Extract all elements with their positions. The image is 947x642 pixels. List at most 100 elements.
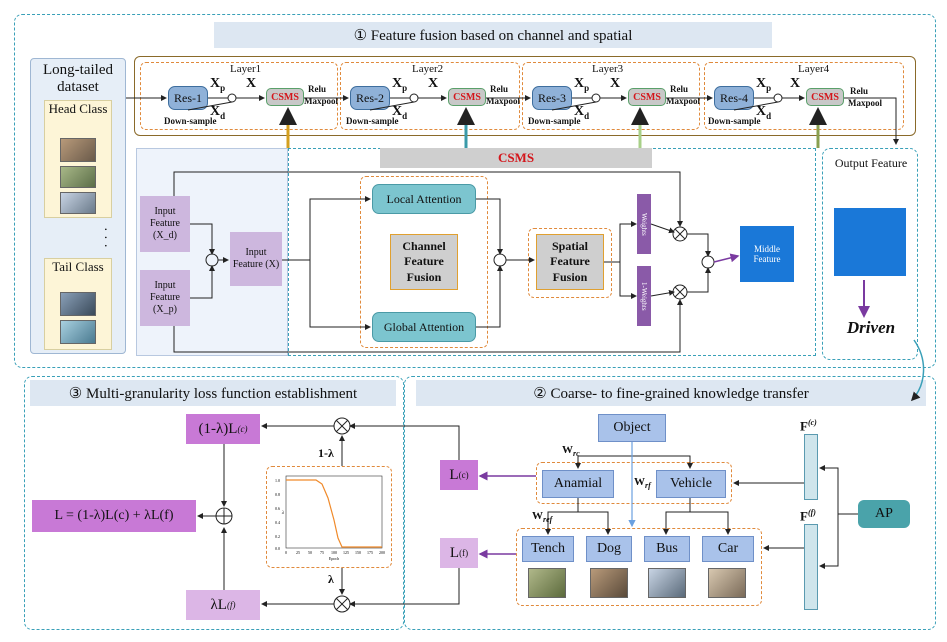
layer1-maxpool: Maxpool [304, 96, 339, 106]
layer3-xd: Xd [574, 104, 590, 121]
layer4-xd: Xd [756, 104, 772, 121]
section2-title: ② Coarse- to fine-grained knowledge tran… [416, 380, 926, 406]
layer2-relu: Relu [490, 84, 508, 94]
middle-feature-cube: Middle Feature [740, 226, 794, 282]
layer1-frame [140, 62, 338, 130]
layer1-downsample: Down-sample [164, 116, 217, 126]
layer1-x: X [246, 76, 257, 91]
fine-level-frame [516, 528, 762, 606]
xtick-5: 100 [331, 550, 337, 555]
driven-label: Driven [846, 318, 896, 337]
weighted-fine-loss: λL(f) [186, 590, 260, 620]
input-feature-x: Input Feature (X) [230, 232, 282, 286]
xtick-6: 125 [343, 550, 349, 555]
node-car[interactable]: Car [702, 536, 754, 562]
w-rc-label: Wrc [562, 444, 580, 459]
one-minus-weights-block: 1-Weights [637, 266, 651, 326]
lambda-curve [286, 479, 382, 548]
dataset-dots: · · · [97, 226, 112, 248]
layer3-downsample: Down-sample [528, 116, 581, 126]
lambda-schedule-plot: 1.0 0.8 0.6 0.4 0.2 0.0 0 25 50 75 100 1… [275, 475, 385, 561]
feature-bar-fine [804, 524, 818, 610]
csms-block-3[interactable]: CSMS [628, 88, 666, 106]
weights-block: Weights [637, 194, 651, 254]
head-thumb-dog [60, 138, 96, 162]
layer1-relu: Relu [308, 84, 326, 94]
local-attention-block[interactable]: Local Attention [372, 184, 476, 214]
section3-title: ③ Multi-granularity loss function establ… [30, 380, 396, 406]
csms-block-2[interactable]: CSMS [448, 88, 486, 106]
dataset-title: Long-tailed dataset [43, 62, 113, 96]
f-c-label: F(c) [800, 418, 817, 434]
node-dog[interactable]: Dog [586, 536, 632, 562]
res4-block[interactable]: Res-4 [714, 86, 754, 110]
layer1-label: Layer1 [230, 63, 262, 75]
tail-thumb-whale [60, 320, 96, 344]
csms-block-1[interactable]: CSMS [266, 88, 304, 106]
layer2-xp: Xp [392, 76, 408, 93]
section-multi-granularity-loss [24, 376, 404, 630]
layer2-x: X [428, 76, 439, 91]
layer4-maxpool: Maxpool [848, 98, 883, 108]
res2-block[interactable]: Res-2 [350, 86, 390, 110]
csms-banner: CSMS [380, 148, 652, 168]
fine-thumb-tench [528, 568, 566, 598]
tail-class-label: Tail Class [52, 259, 104, 274]
layer2-downsample: Down-sample [346, 116, 399, 126]
layer4-xp: Xp [756, 76, 772, 93]
one-minus-lambda-label: 1-λ [318, 446, 334, 460]
section-knowledge-transfer [404, 376, 936, 630]
layer4-frame [704, 62, 904, 130]
layer1-xd: Xd [210, 104, 226, 121]
xtick-9: 200 [379, 550, 385, 555]
layer3-frame [522, 62, 700, 130]
node-vehicle[interactable]: Vehicle [656, 470, 726, 498]
layer4-label: Layer4 [798, 63, 830, 75]
layer2-label: Layer2 [412, 63, 444, 75]
tail-thumb-bird [60, 292, 96, 316]
plot-axes-frame [285, 475, 383, 549]
output-feature-panel [822, 148, 918, 360]
fine-thumb-bus [648, 568, 686, 598]
input-feature-xd: Input Feature (X_d) [140, 196, 190, 252]
f-f-label: F(f) [800, 508, 816, 524]
node-object[interactable]: Object [598, 414, 666, 442]
layer3-relu: Relu [670, 84, 688, 94]
layer3-label: Layer3 [592, 63, 624, 75]
ytick-2: 0.8 [275, 492, 280, 497]
layer4-x: X [790, 76, 801, 91]
lambda-label: λ [328, 572, 334, 586]
layer2-frame [340, 62, 520, 130]
res1-block[interactable]: Res-1 [168, 86, 208, 110]
layer2-xd: Xd [392, 104, 408, 121]
node-tench[interactable]: Tench [522, 536, 574, 562]
ytick-3: 0.6 [275, 506, 280, 511]
layer3-xp: Xp [574, 76, 590, 93]
global-attention-block[interactable]: Global Attention [372, 312, 476, 342]
total-loss-box: L = (1-λ)L(c) + λL(f) [32, 500, 196, 532]
layer3-maxpool: Maxpool [666, 96, 701, 106]
ytick-5: 0.2 [275, 534, 280, 539]
section1-title: ① Feature fusion based on channel and sp… [214, 22, 772, 48]
weighted-coarse-loss: (1-λ)L(c) [186, 414, 260, 444]
xtick-7: 150 [355, 550, 361, 555]
input-feature-xp: Input Feature (X_p) [140, 270, 190, 326]
xtick-2: 25 [296, 550, 300, 555]
fine-thumb-dog [590, 568, 628, 598]
channel-feature-fusion: Channel Feature Fusion [390, 234, 458, 290]
layer3-x: X [610, 76, 621, 91]
output-feature-label: Output Feature [834, 156, 908, 170]
layer4-downsample: Down-sample [708, 116, 761, 126]
node-bus[interactable]: Bus [644, 536, 690, 562]
spatial-feature-fusion: Spatial Feature Fusion [536, 234, 604, 290]
backbone-frame [134, 56, 916, 136]
coarse-loss-box: L(c) [440, 460, 478, 490]
node-anamial[interactable]: Anamial [542, 470, 614, 498]
res3-block[interactable]: Res-3 [532, 86, 572, 110]
ap-block[interactable]: AP [858, 500, 910, 528]
xtick-3: 50 [308, 550, 312, 555]
layer2-maxpool: Maxpool [486, 96, 521, 106]
csms-block-4[interactable]: CSMS [806, 88, 844, 106]
spatial-fusion-frame [528, 228, 612, 298]
